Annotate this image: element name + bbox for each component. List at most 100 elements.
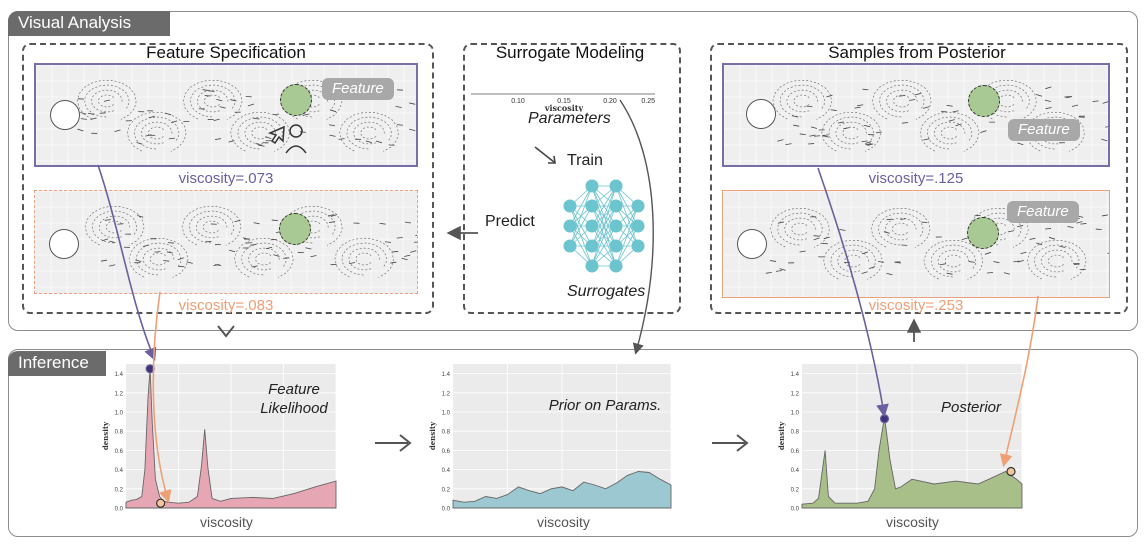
velocity-glyph [1076, 221, 1083, 224]
velocity-glyph [77, 128, 84, 132]
velocity-glyph [230, 99, 237, 102]
vortex-streak [149, 252, 167, 266]
vortex-streak [195, 215, 228, 239]
velocity-glyph [984, 251, 992, 255]
vortex-streak [182, 79, 243, 120]
surrogate-box [463, 43, 681, 314]
vortex-streak [927, 116, 973, 150]
vortex-streak [844, 254, 861, 268]
feature-badge: Feature [1008, 119, 1080, 141]
velocity-glyph [1065, 96, 1073, 99]
vortex-street [724, 65, 1108, 165]
velocity-glyph [258, 144, 265, 147]
y-tick-label: 1.2 [115, 391, 124, 397]
velocity-glyph [799, 250, 806, 253]
vortex-streak [779, 84, 825, 118]
y-tick-label: 0.8 [442, 430, 451, 436]
velocity-glyph [327, 214, 335, 217]
velocity-glyph [145, 134, 152, 137]
y-tick-label: 0.2 [115, 487, 124, 493]
vortex-streak [304, 220, 321, 234]
vortex-streak [84, 205, 145, 246]
velocity-glyph [186, 261, 193, 264]
velocity-glyph [886, 218, 893, 221]
velocity-glyph [1105, 126, 1108, 128]
velocity-glyph [1107, 252, 1109, 254]
velocity-glyph [777, 139, 784, 142]
velocity-glyph [837, 121, 844, 124]
velocity-glyph [1036, 94, 1043, 97]
vortex-streak [886, 89, 918, 113]
velocity-glyph [1071, 104, 1079, 107]
vortex-streak [140, 121, 173, 145]
velocity-glyph [1073, 263, 1080, 266]
posterior-chart: 0.00.20.40.60.81.01.21.40.100.150.200.25… [776, 354, 1026, 534]
vortex-streak [878, 212, 924, 246]
velocity-glyph [250, 243, 257, 246]
velocity-glyph [299, 131, 306, 133]
velocity-glyph [328, 124, 336, 127]
rug-tick-label: 0.25 [641, 98, 655, 105]
prior-plot: 0.00.20.40.60.81.01.21.40.100.150.200.25… [428, 364, 672, 512]
velocity-glyph [80, 118, 87, 120]
velocity-glyph [415, 234, 417, 237]
velocity-glyph [900, 218, 907, 220]
y-tick-label: 1.0 [791, 411, 800, 417]
vortex-streak [1041, 249, 1073, 273]
vortex-streak [879, 84, 925, 118]
y-tick-label: 0.2 [791, 487, 800, 493]
prior-title: Prior on Params. [548, 397, 662, 414]
velocity-glyph [365, 140, 373, 144]
velocity-glyph [1020, 251, 1027, 255]
nn-node [585, 219, 599, 233]
velocity-glyph [213, 118, 220, 121]
velocity-glyph [1102, 101, 1108, 104]
velocity-glyph [843, 127, 850, 130]
velocity-glyph [1092, 100, 1099, 102]
vortex-streak [821, 111, 881, 152]
y-axis-label: density [777, 421, 786, 450]
velocity-glyph [822, 134, 829, 136]
velocity-glyph [103, 99, 111, 102]
y-tick-label: 0.8 [115, 430, 124, 436]
nn-edge [591, 185, 617, 227]
vortex-streak [334, 237, 394, 278]
vortex-streak [770, 207, 830, 248]
vortex-streak [884, 217, 917, 241]
density-area [125, 368, 337, 509]
visual-analysis-tag: Visual Analysis [8, 11, 170, 36]
velocity-glyph [1045, 86, 1052, 90]
y-tick-label: 1.4 [791, 372, 800, 378]
velocity-glyph [404, 221, 412, 224]
vortex-streak [990, 222, 1007, 236]
nn-edges [569, 185, 639, 267]
velocity-glyph [329, 134, 336, 137]
vortex-streak [181, 205, 242, 246]
obstacle-cylinder [746, 99, 776, 129]
vortex-streak [793, 94, 811, 108]
velocity-glyph [265, 136, 272, 140]
viscosity-label-sample-1: viscosity=.125 [868, 170, 964, 187]
velocity-glyph [961, 237, 968, 241]
velocity-glyph [1013, 260, 1020, 263]
velocity-glyph [865, 143, 872, 146]
velocity-glyph [854, 106, 861, 109]
velocity-glyph [886, 272, 893, 276]
velocity-glyph [1007, 230, 1015, 233]
samples-title: Samples from Posterior [828, 43, 1006, 62]
rug-tick-label: 0.10 [511, 98, 525, 105]
velocity-glyph [375, 140, 383, 144]
vortex-streak [1039, 121, 1071, 145]
density-area [452, 471, 672, 509]
parameters-label: Parameters [528, 110, 611, 127]
velocity-glyph [785, 143, 792, 146]
y-tick-label: 0.4 [442, 468, 451, 474]
samples-box [710, 43, 1128, 314]
nn-edge [569, 185, 593, 247]
likelihood-chart: 0.00.20.40.60.81.01.21.40.100.150.200.25… [100, 354, 340, 534]
velocity-glyph [164, 112, 172, 116]
nn-node [631, 219, 645, 233]
vortex-streak [98, 94, 115, 108]
velocity-glyph [253, 222, 260, 225]
velocity-glyph [1101, 138, 1108, 142]
